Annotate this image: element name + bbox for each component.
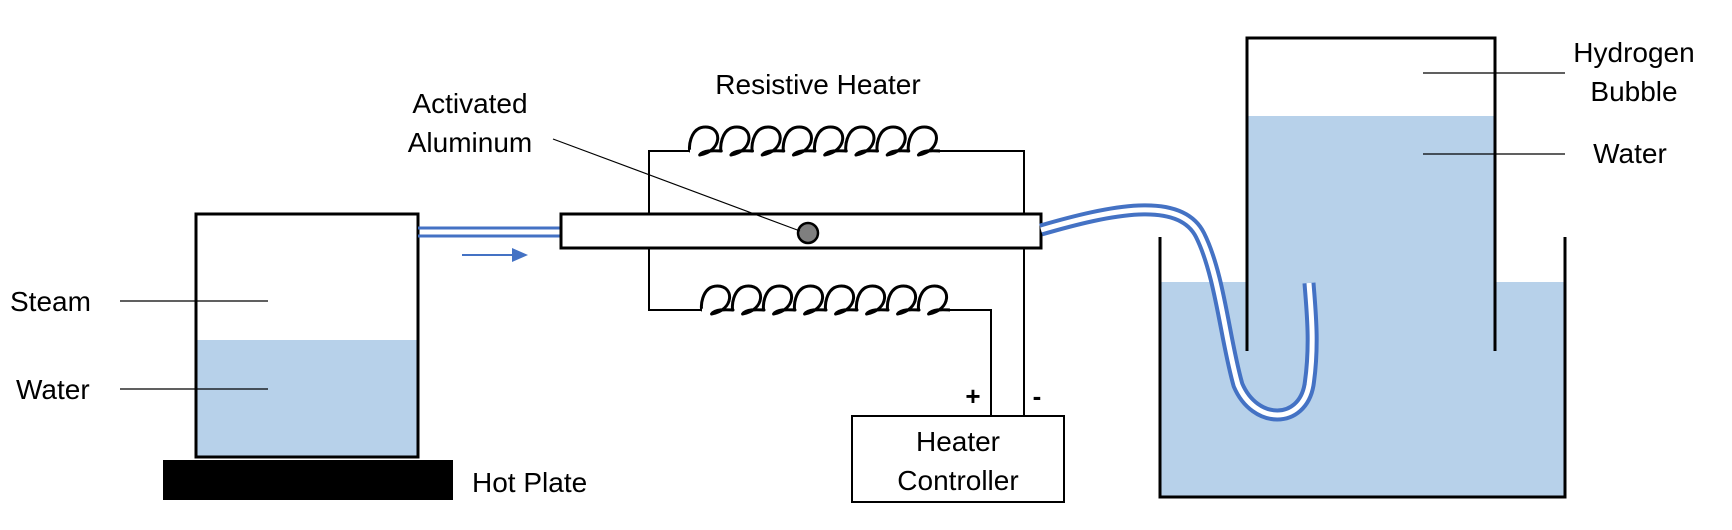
collection-apparatus [1158, 36, 1567, 499]
heater-wire-top-left [648, 150, 690, 214]
heater-coil-top [687, 125, 941, 157]
water-bath-container [1158, 237, 1567, 499]
hydrogen-bubble-label-line1: Hydrogen [1573, 37, 1694, 68]
hydrogen-bubble-label-line2: Bubble [1590, 76, 1677, 107]
steam-generator [120, 212, 453, 500]
cylinder-water [1247, 116, 1495, 351]
aluminum-leader-line [552, 138, 801, 232]
collection-cylinder [1245, 36, 1497, 351]
hot-plate-label: Hot Plate [472, 467, 587, 498]
reactor-assembly [552, 125, 1043, 416]
heater-controller-label-line1: Heater [916, 426, 1000, 457]
inlet-tube [418, 226, 561, 262]
positive-terminal-label: + [965, 381, 980, 411]
water-right-label: Water [1593, 138, 1667, 169]
hot-plate [163, 460, 453, 500]
outlet-tube [1039, 116, 1565, 497]
beaker-water-left [196, 340, 418, 456]
activated-aluminum-label-line1: Activated [412, 88, 527, 119]
heater-wire-bottom-left [648, 248, 702, 311]
outlet-tube-inner [1040, 207, 1315, 418]
resistive-heater-label: Resistive Heater [715, 69, 920, 100]
steam-label: Steam [10, 286, 91, 317]
heater-controller-label-line2: Controller [897, 465, 1018, 496]
water-left-label: Water [16, 374, 90, 405]
heater-coil-bottom [699, 284, 951, 316]
steam-beaker [194, 212, 420, 459]
heater-wire-bottom-right [950, 309, 992, 416]
flow-arrow-icon [462, 248, 528, 262]
activated-aluminum-label-line2: Aluminum [408, 127, 532, 158]
activated-aluminum-pellet [796, 221, 820, 245]
negative-terminal-label: - [1033, 381, 1042, 411]
heater-wire-top-right [940, 150, 1025, 416]
heater-controller-box [851, 415, 1065, 503]
